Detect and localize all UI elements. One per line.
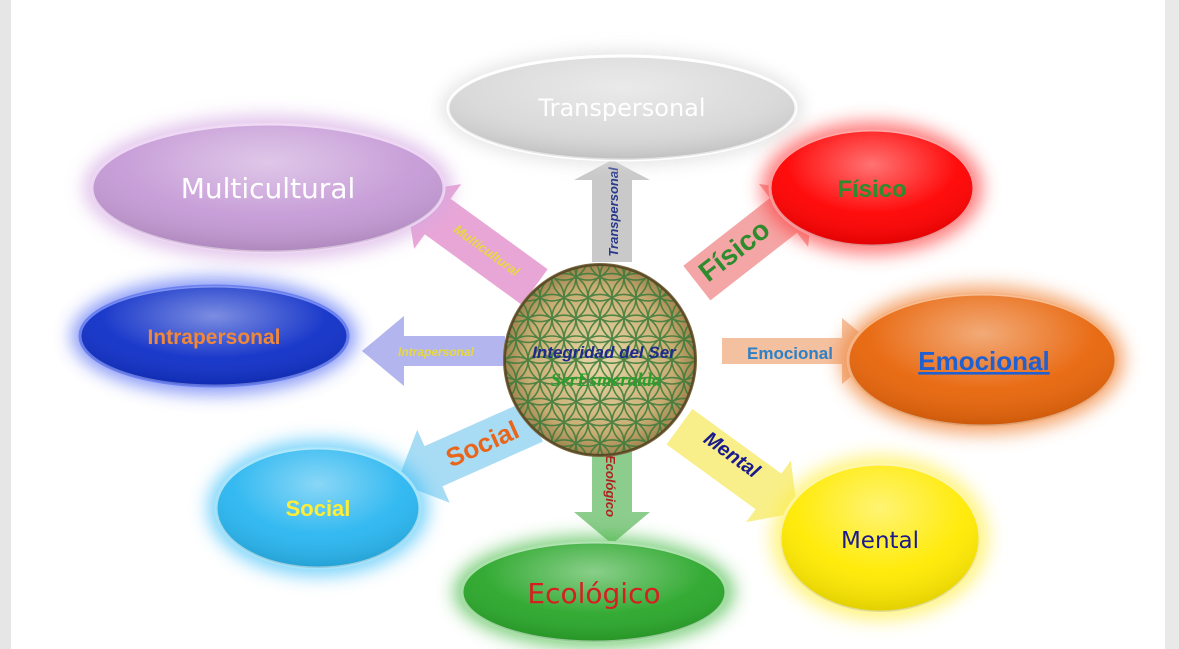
flower-pattern-ring <box>635 265 685 281</box>
node-fisico: Físico <box>762 122 982 254</box>
flower-pattern-ring <box>539 439 589 455</box>
left-frame-strip <box>0 0 11 649</box>
flower-pattern-ring <box>611 265 661 281</box>
flower-pattern-ring <box>647 265 695 302</box>
arrow-intrapersonal: Intrapersonal <box>362 316 505 386</box>
node-label-emocional: Emocional <box>918 346 1049 376</box>
center-subtitle: SerEsmeralda <box>551 370 662 391</box>
arrow-transpersonal: Transpersonal <box>574 160 650 262</box>
node-label-ecologico: Ecológico <box>527 577 660 610</box>
arrow-label-emocional: Emocional <box>747 344 833 363</box>
flower-pattern-ring <box>587 265 637 281</box>
flower-pattern-ring <box>611 439 661 455</box>
flower-pattern-ring <box>587 439 637 455</box>
node-label-mental: Mental <box>841 528 919 554</box>
node-intrapersonal: Intrapersonal <box>72 278 356 394</box>
node-label-fisico: Físico <box>837 176 906 203</box>
center-title: Integridad del Ser <box>532 343 677 362</box>
node-label-transpersonal: Transpersonal <box>537 94 705 122</box>
node-label-social: Social <box>286 496 351 521</box>
arrow-label-ecologico: Ecológico <box>603 455 618 517</box>
node-social: Social <box>208 440 428 576</box>
center-flower-of-life: Integridad del Ser SerEsmeralda <box>503 263 697 457</box>
node-label-intrapersonal: Intrapersonal <box>147 326 280 349</box>
flower-pattern-ring <box>563 439 613 455</box>
node-emocional: Emocional <box>840 286 1124 434</box>
right-frame-strip <box>1165 0 1179 649</box>
node-ecologico: Ecológico <box>454 536 734 648</box>
flower-pattern-ring <box>563 265 613 281</box>
flower-pattern-ring <box>539 265 589 281</box>
arrow-label-transpersonal: Transpersonal <box>606 167 621 257</box>
arrow-ecologico: Ecológico <box>574 440 650 544</box>
node-label-multicultural: Multicultural <box>181 172 356 205</box>
node-mental: Mental <box>772 456 988 620</box>
node-multicultural: Multicultural <box>84 116 452 260</box>
node-transpersonal: Transpersonal <box>442 52 802 164</box>
arrow-label-intrapersonal: Intrapersonal <box>398 345 475 359</box>
